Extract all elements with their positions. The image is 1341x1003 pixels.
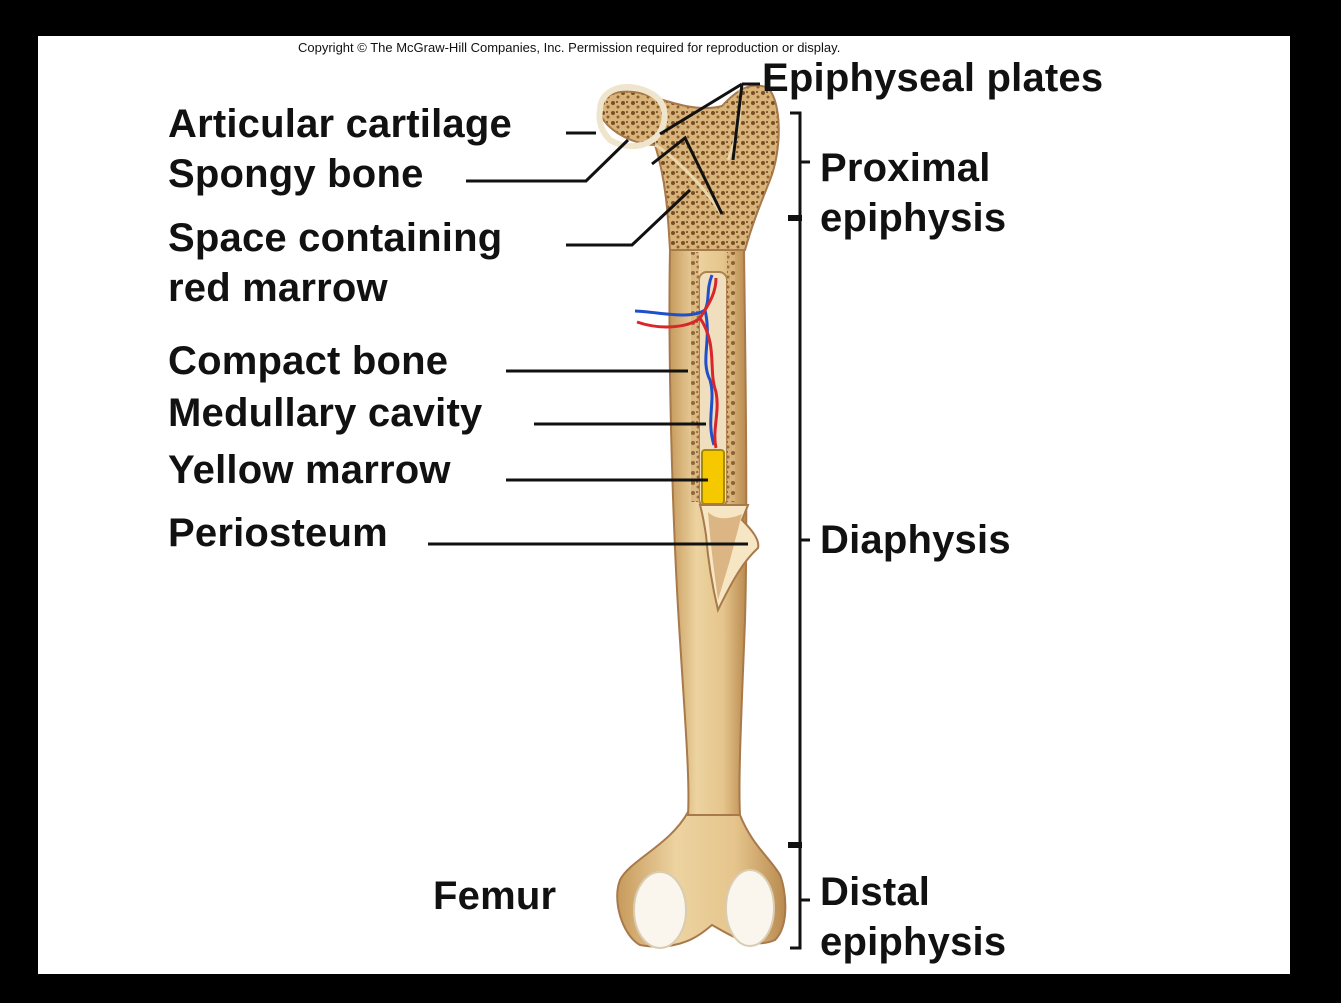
copyright-notice: Copyright © The McGraw-Hill Companies, I…: [298, 41, 840, 54]
label-medullary-cavity: Medullary cavity: [168, 393, 482, 433]
proximal-epiphysis-shape: [600, 85, 779, 250]
label-proximal-epiphysis: epiphysis: [820, 198, 1006, 238]
region-bracket: [790, 113, 800, 948]
label-articular-cartilage: Articular cartilage: [168, 104, 512, 144]
label-yellow-marrow: Yellow marrow: [168, 450, 451, 490]
distal-cartilage-left: [634, 872, 686, 948]
yellow-marrow-shape: [702, 450, 724, 504]
diagram-panel: Copyright © The McGraw-Hill Companies, I…: [38, 36, 1290, 974]
label-distal-epiphysis: epiphysis: [820, 922, 1006, 962]
label-space-containing: Space containing: [168, 218, 502, 258]
label-compact-bone: Compact bone: [168, 341, 448, 381]
label-red-marrow: red marrow: [168, 268, 388, 308]
label-diaphysis: Diaphysis: [820, 520, 1011, 560]
leader-spongy: [466, 140, 628, 181]
label-epiphyseal-plates: Epiphyseal plates: [762, 58, 1103, 98]
spongy-texture-strip: [691, 252, 699, 502]
label-femur: Femur: [433, 876, 556, 916]
label-distal: Distal: [820, 872, 930, 912]
distal-cartilage-right: [726, 870, 774, 946]
spongy-texture-strip-right: [727, 252, 735, 502]
label-proximal: Proximal: [820, 148, 991, 188]
label-periosteum: Periosteum: [168, 513, 388, 553]
label-spongy-bone: Spongy bone: [168, 154, 424, 194]
